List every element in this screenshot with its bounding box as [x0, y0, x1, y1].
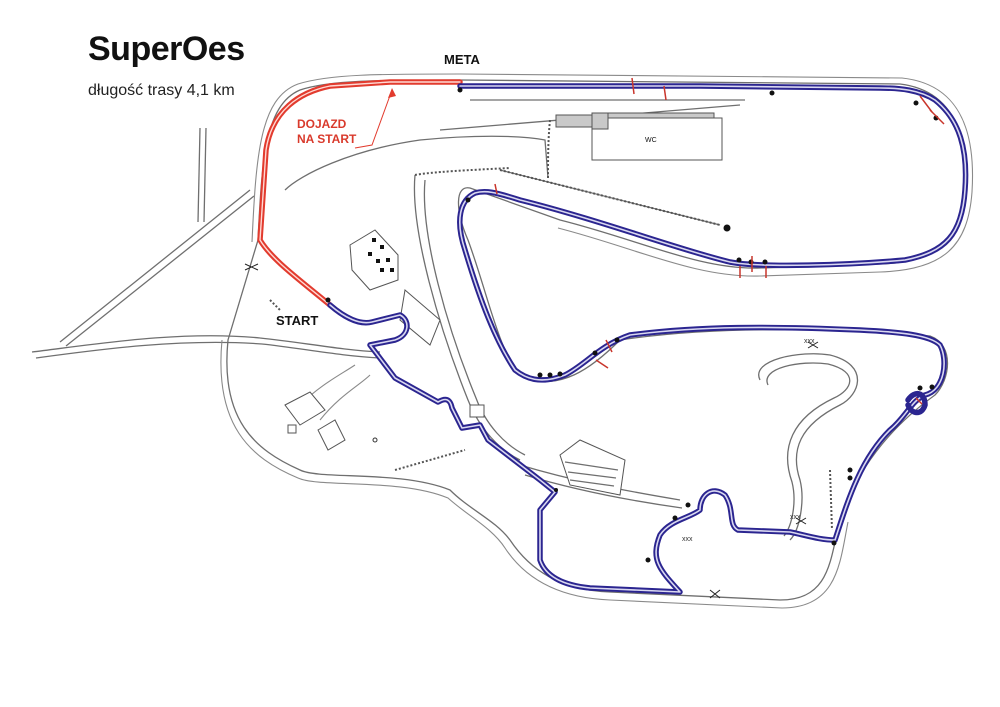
access-route-label: DOJAZD NA START	[297, 117, 356, 147]
barrier-label-3: xxx	[804, 338, 815, 345]
finish-label: META	[444, 52, 480, 67]
track-length: długość trasy 4,1 km	[88, 82, 235, 99]
page-title: SuperOes	[88, 30, 245, 68]
barrier-marks	[244, 263, 819, 599]
marker-ticks	[494, 77, 945, 405]
stage-route-blue	[327, 83, 969, 595]
access-route-label-line1: DOJAZD	[297, 117, 347, 131]
access-route-red	[257, 79, 463, 308]
buildings	[284, 112, 723, 496]
wc-label: WC	[645, 137, 657, 144]
barrier-label-1: xxx	[682, 536, 693, 543]
access-route-label-line2: NA START	[297, 132, 357, 146]
start-label: START	[276, 313, 319, 328]
barrier-label-2: xxx	[790, 514, 801, 521]
fences	[269, 119, 833, 531]
access-roads	[31, 127, 381, 359]
marker-dots	[325, 87, 939, 563]
